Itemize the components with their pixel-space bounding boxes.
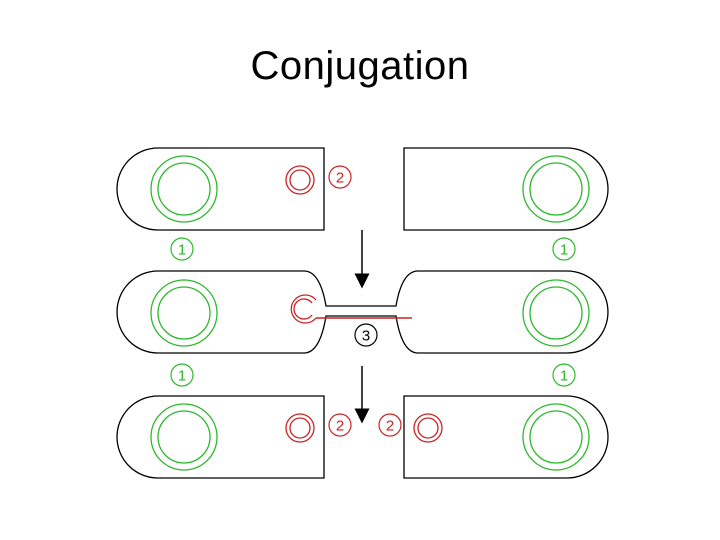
donor-cell-outline xyxy=(116,147,325,231)
transfer-label: 3 xyxy=(354,323,378,347)
slide-title: Conjugation xyxy=(250,44,470,88)
chromosome-ring xyxy=(150,279,218,347)
chromosome-label: 1 xyxy=(552,237,576,261)
transfer-label-text: 3 xyxy=(362,328,370,345)
transconjugant-cell-outline xyxy=(403,395,609,479)
chromosome-ring xyxy=(150,155,218,223)
chromosome-ring xyxy=(150,403,218,471)
chromosome-label: 1 xyxy=(170,237,194,261)
plasmid-ring-open xyxy=(290,294,317,324)
recipient-cell-outline xyxy=(403,147,609,231)
chromosome-label-text: 1 xyxy=(560,242,568,259)
donor-cell-outline-with-bridge xyxy=(116,270,609,354)
plasmid-ring xyxy=(413,413,443,443)
chromosome-label: 1 xyxy=(552,363,576,387)
plasmid-label: 2 xyxy=(328,165,352,189)
plasmid-ring xyxy=(285,413,315,443)
plasmid-ring xyxy=(285,165,315,195)
chromosome-ring xyxy=(522,155,590,223)
chromosome-label-text: 1 xyxy=(178,368,186,385)
chromosome-label-text: 1 xyxy=(178,242,186,259)
chromosome-label-text: 1 xyxy=(560,368,568,385)
chromosome-ring xyxy=(522,279,590,347)
chromosome-label: 1 xyxy=(170,363,194,387)
plasmid-label-text: 2 xyxy=(336,170,344,187)
plasmid-label: 2 xyxy=(378,413,402,437)
plasmid-label-text: 2 xyxy=(336,418,344,435)
chromosome-ring xyxy=(522,403,590,471)
donor-cell-outline xyxy=(116,395,325,479)
plasmid-label: 2 xyxy=(328,413,352,437)
plasmid-label-text: 2 xyxy=(386,418,394,435)
